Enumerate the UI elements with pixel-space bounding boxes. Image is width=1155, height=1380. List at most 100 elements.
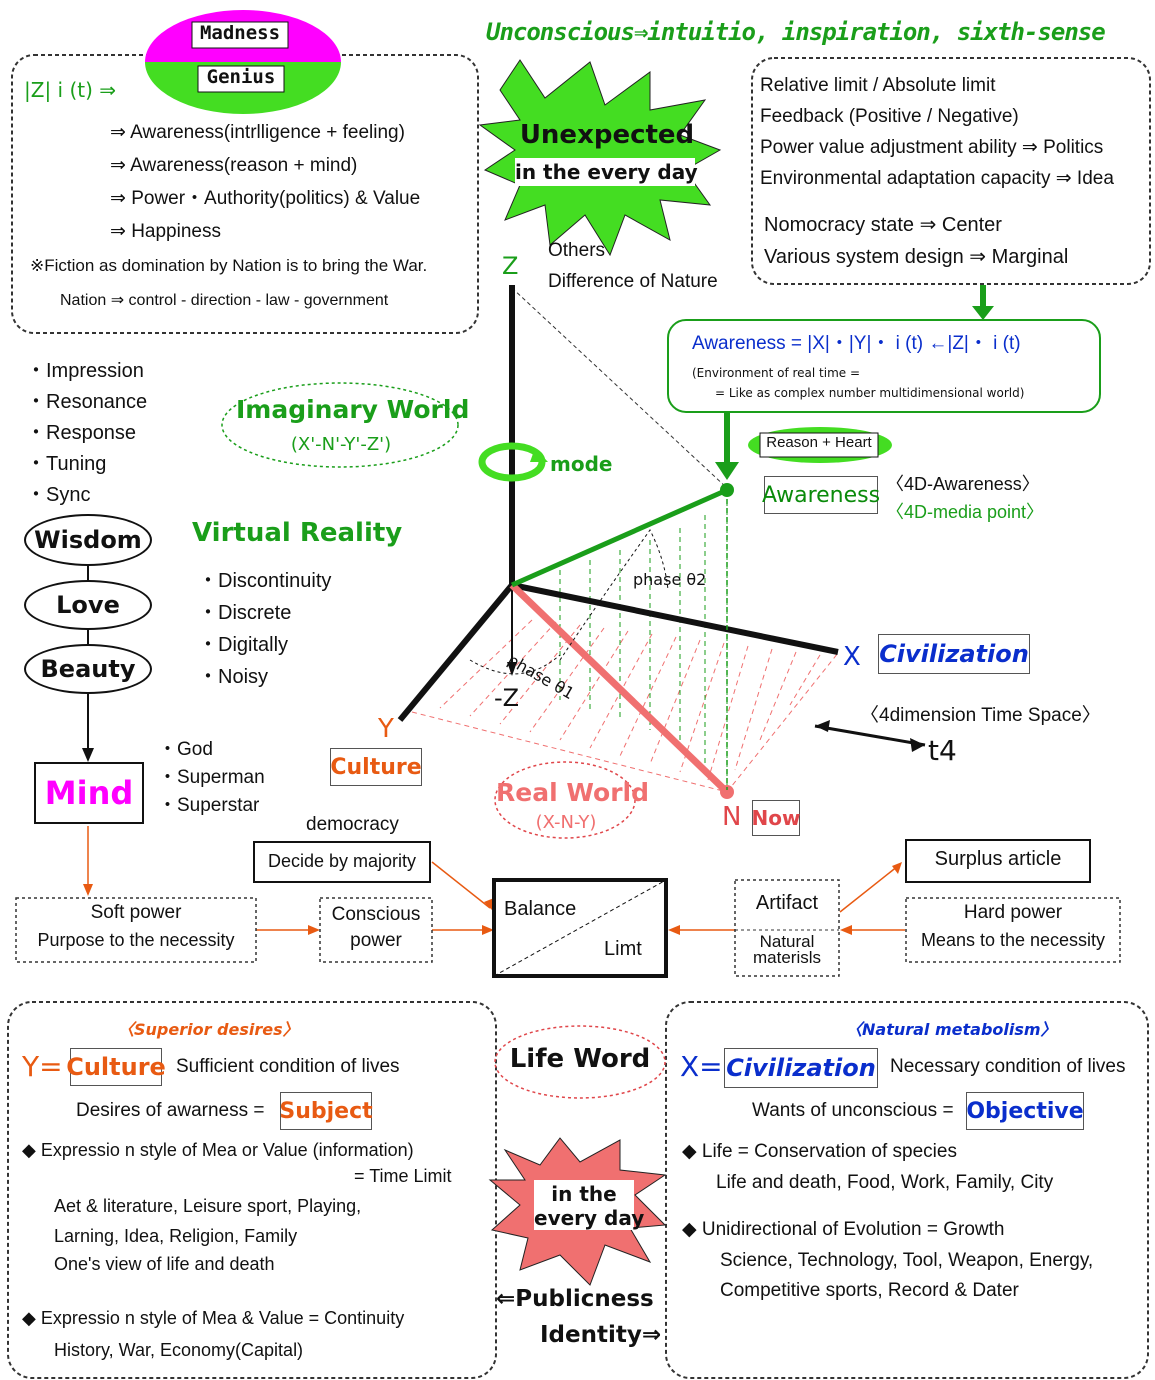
virtual-item: ・Discrete [198,602,292,624]
surplus-label: Surplus article [934,848,1062,870]
life-conservation: ◆ Life = Conservation of species [682,1141,957,1162]
awareness-formula: Awareness = |X|・|Y|・ i (t) ←|Z|・ i (t) [692,333,1021,354]
top-right-box [751,57,1151,285]
top-right-lines: Relative limit / Absolute limit Feedback… [760,70,1114,194]
mind-to-soft-arrow-head [83,884,93,896]
publicness-label: ⇐Publicness [496,1286,654,1312]
power-label: power [350,930,402,951]
env-line-2: = Like as complex number multidimensiona… [715,386,1025,400]
mode-label: mode [550,452,613,476]
minus-z-label: -Z [494,684,520,712]
sufficient-label: Sufficient condition of lives [176,1056,400,1077]
desires-label: Desires of awarness = [76,1100,265,1121]
imaginary-world-title: Imaginary World [236,395,470,424]
expression-1: ◆ Expressio n style of Mea or Value (inf… [22,1140,414,1160]
top-right-line: Feedback (Positive / Negative) [760,106,1019,127]
materials-line: materisls [752,948,821,967]
awareness-label: Awareness [762,476,880,514]
y-axis [397,583,515,722]
mode-rotation-icon [478,442,548,482]
artifact-to-surplus-arrow [839,865,899,913]
artifact-label: Artifact [755,892,819,914]
mind-list: ・God ・Superman ・Superstar [158,736,265,820]
love-oval: Love [24,580,152,630]
phase1-arc [469,654,561,675]
balance-diagonal [493,879,667,977]
decide-to-balance-arrow [431,861,491,909]
top-left-line: ⇒ Awareness(reason + mind) [110,155,358,176]
time-space-label: 〈4dimension Time Space〉 [860,705,1101,726]
arrow-to-mind [82,748,94,762]
limt-label: Limt [604,938,642,960]
life-list: Life and death, Food, Work, Family, City [716,1172,1054,1193]
life-word-title: Life Word [509,1044,651,1074]
unexpected-label-bg [515,158,695,186]
time-limit: = Time Limit [354,1166,452,1186]
t4-label: t4 [928,734,957,767]
culture-list-2: Larning, Idea, Religion, Family [54,1226,298,1246]
t4-arrow-line [814,724,926,747]
unexpected-starburst [478,59,722,257]
awareness-4d-label: 〈4D-Awareness〉 [886,474,1040,494]
evolution-list-2: Competitive sports, Record & Dater [720,1280,1019,1301]
civilization-box: Civilization [724,1048,878,1088]
necessary-label: Necessary condition of lives [890,1056,1126,1077]
culture-label: Culture [330,748,422,786]
mind-item: ・Superstar [158,795,260,816]
conscious-power-box [319,897,433,963]
identity-label: Identity⇒ [540,1322,662,1348]
balance-label: Balance [504,898,577,920]
n-axis-label: N [722,802,742,832]
artifact-to-balance-head [668,925,680,935]
beauty-oval: Beauty [24,644,152,694]
feeling-item: ・Impression [26,360,144,382]
x-equals: X= [680,1050,723,1083]
arrow-down-to-point-head [715,462,739,480]
in-the-label: in the [551,1182,617,1206]
bottom-right-box [665,1001,1149,1379]
mind-item: ・Superman [158,767,265,788]
soft-to-conscious-head [308,925,320,935]
real-world-plane [411,619,839,793]
virtual-item: ・Digitally [198,634,289,656]
culture-list-1: Aet & literature, Leisure sport, Playing… [54,1196,362,1216]
democracy-label: democracy [306,814,399,835]
others-label: Others [548,240,606,261]
minus-z-arrow [507,662,517,676]
x-axis-label: X [843,642,861,672]
nomocracy-line: Nomocracy state ⇒ Center [764,214,1002,236]
env-line-1: (Environment of real time = [692,366,861,380]
conscious-label: Conscious [331,904,421,925]
objective-box: Objective [966,1092,1084,1130]
n-point [720,785,734,799]
awareness-vector [510,487,729,588]
feeling-item: ・Response [26,422,137,444]
genius-label: Genius [206,66,276,88]
green-projection-lines [559,492,728,790]
unexpected-subtitle: in the every day [515,160,698,184]
fiction-note: ※Fiction as domination by Nation is to b… [30,256,428,275]
every-day-label-bg [534,1180,634,1230]
madness-genius-ellipse [145,10,341,114]
top-left-line: ⇒ Power・Authority(politics) & Value [110,188,421,209]
culture-list-4: History, War, Economy(Capital) [54,1340,304,1360]
evolution-list-1: Science, Technology, Tool, Weapon, Energ… [720,1250,1094,1271]
soft-power-sub: Purpose to the necessity [37,930,235,950]
feeling-item: ・Sync [26,484,91,506]
madness-label: Madness [199,22,281,44]
z-axis-label: Z [502,252,519,280]
natural-line: Natural [759,932,815,951]
virtual-reality-list: ・Discontinuity ・Discrete ・Digitally ・Noi… [198,565,331,693]
hard-power-sub: Means to the necessity [920,930,1106,950]
natural-materials-label: Natural materisls [735,932,839,967]
difference-label: Difference of Nature [548,271,718,292]
reason-heart-label: Reason + Heart [766,434,872,451]
wants-label: Wants of unconscious = [752,1100,954,1121]
virtual-reality-title: Virtual Reality [192,518,403,548]
unconscious-title: Unconscious⇒intuitio, inspiration, sixth… [486,18,1106,46]
y-axis-label: Y [378,714,394,744]
top-right-line: Relative limit / Absolute limit [760,75,996,96]
hard-power-title: Hard power [963,902,1063,923]
mind-box: Mind [34,762,144,824]
soft-power-title: Soft power [90,902,182,923]
